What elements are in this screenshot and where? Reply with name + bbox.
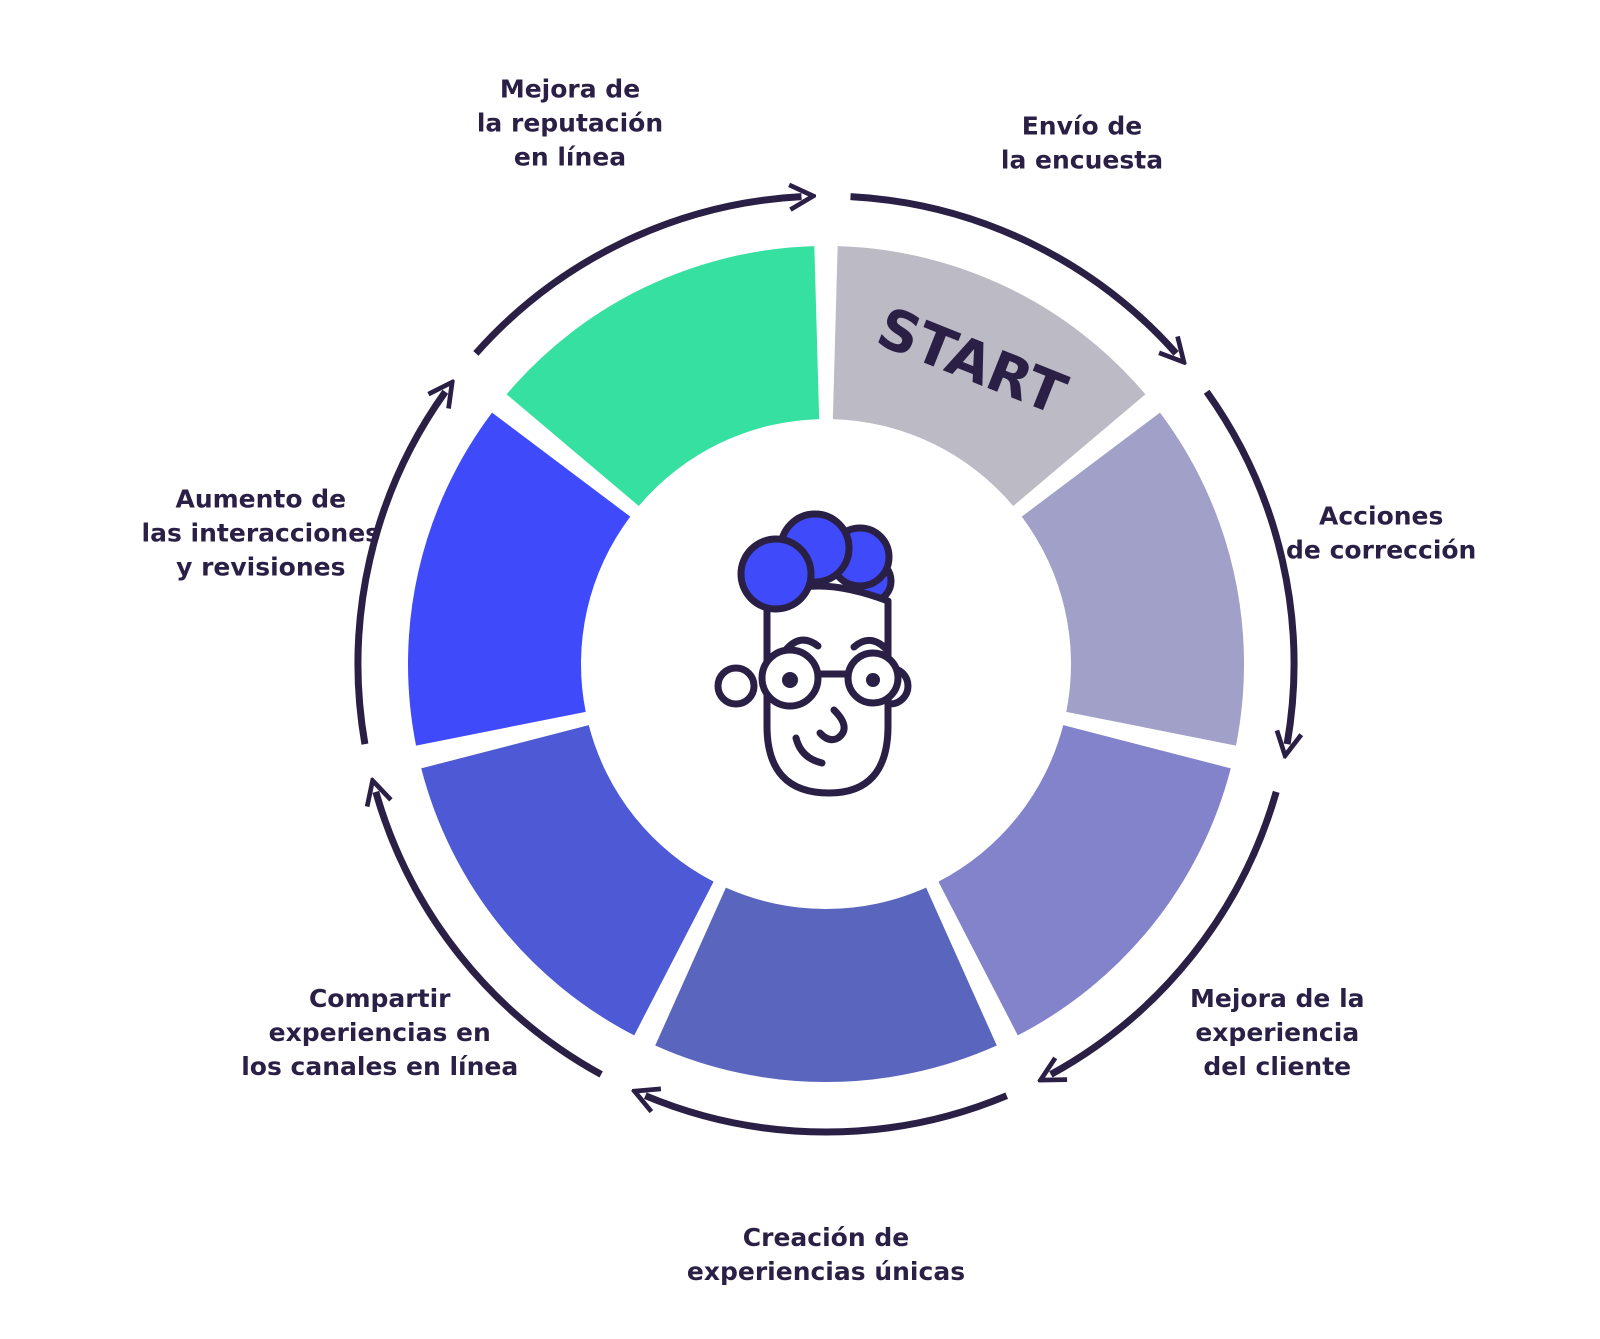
step-label-line: las interacciones xyxy=(142,519,381,548)
cycle-segment-7 xyxy=(506,246,820,506)
step-label-line: de corrección xyxy=(1286,536,1476,565)
step-label-line: la reputación xyxy=(477,108,663,137)
step-label-line: Mejora de la xyxy=(1190,984,1364,1013)
step-label-7: Mejora de la reputación en línea xyxy=(477,74,663,171)
step-label-line: Acciones xyxy=(1319,502,1443,531)
cycle-segments xyxy=(407,246,1245,1082)
step-label-line: en línea xyxy=(514,142,626,171)
step-label-line: Mejora de xyxy=(500,74,640,103)
cycle-segment-3 xyxy=(938,725,1231,1036)
step-label-1: Envío de la encuesta xyxy=(1001,111,1163,174)
step-label-line: experiencia xyxy=(1195,1018,1359,1047)
cycle-arrow-7 xyxy=(473,197,802,356)
step-label-line: experiencias en xyxy=(269,1018,491,1047)
cycle-arrow-2 xyxy=(1203,389,1294,744)
cycle-segment-4 xyxy=(655,887,997,1082)
step-label-2: Acciones de corrección xyxy=(1286,502,1476,565)
cycle-arrows xyxy=(354,193,1294,1136)
cycle-arrow-1 xyxy=(850,193,1176,354)
step-label-line: Aumento de xyxy=(175,485,346,514)
cycle-arrow-6 xyxy=(354,392,445,745)
step-label-line: los canales en línea xyxy=(241,1052,518,1081)
step-label-6: Aumento de las interacciones y revisiones xyxy=(142,485,381,582)
cycle-arrow-3 xyxy=(1051,790,1280,1075)
step-label-line: Envío de xyxy=(1022,111,1142,140)
cycle-arrow-5 xyxy=(376,792,603,1078)
step-label-5: Compartir experiencias en los canales en l… xyxy=(241,984,518,1081)
cycle-segment-1 xyxy=(832,246,1146,506)
step-label-line: del cliente xyxy=(1203,1052,1351,1081)
step-label-line: la encuesta xyxy=(1001,145,1163,174)
step-label-line: experiencias únicas xyxy=(687,1257,965,1286)
cycle-segment-2 xyxy=(1021,412,1245,746)
cycle-segment-5 xyxy=(421,725,714,1036)
step-label-line: y revisiones xyxy=(176,553,345,582)
cycle-segment-6 xyxy=(407,412,631,746)
character-face-with-glasses-icon xyxy=(714,510,912,797)
step-label-3: Mejora de la experiencia del cliente xyxy=(1190,984,1364,1081)
step-label-line: Creación de xyxy=(743,1223,909,1252)
step-label-4: Creación de experiencias únicas xyxy=(687,1223,965,1286)
step-label-line: Compartir xyxy=(309,984,451,1013)
cycle-arrow-4 xyxy=(645,1096,1009,1136)
